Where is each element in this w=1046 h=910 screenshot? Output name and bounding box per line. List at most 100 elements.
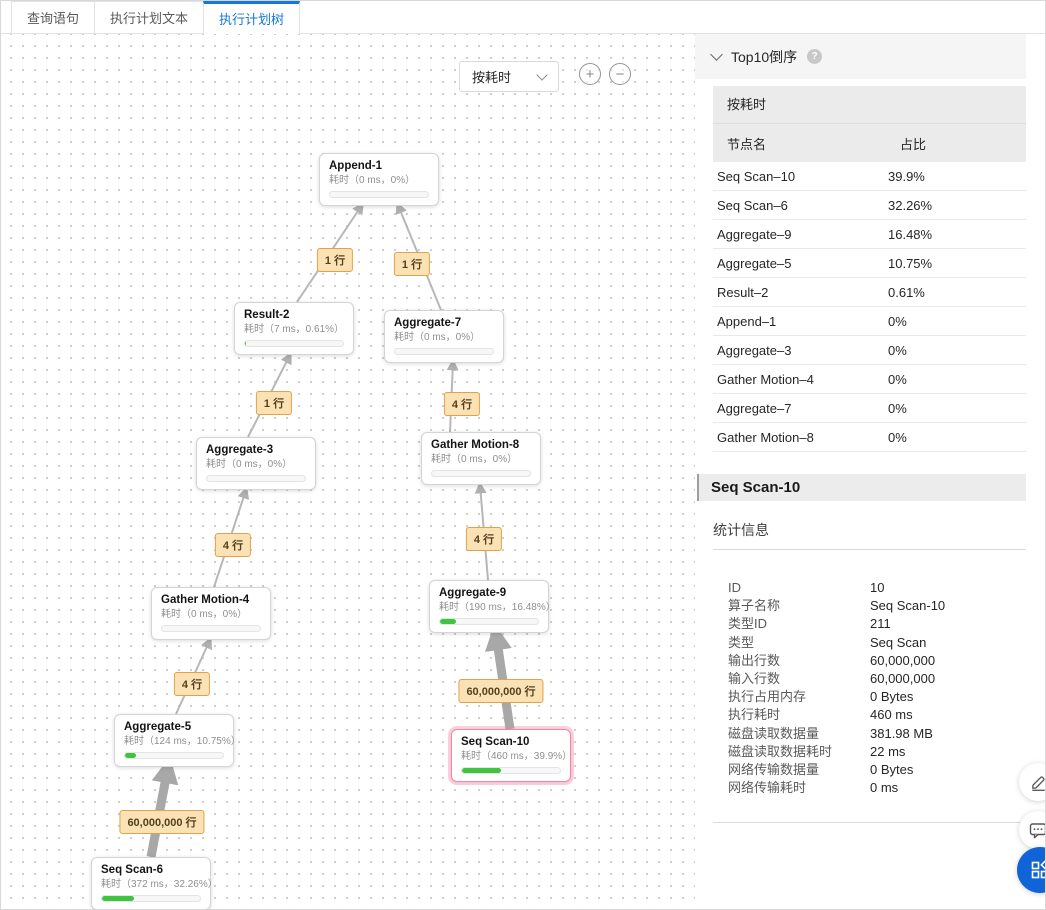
plan-node-result-2[interactable]: Result-2 耗时（7 ms，0.61%） <box>234 302 354 355</box>
node-title: Gather Motion-4 <box>161 594 250 606</box>
apps-grid-icon <box>1031 860 1045 879</box>
edge-rowcount-label: 4 行 <box>173 672 211 696</box>
stat-row: 执行耗时 460 ms <box>695 706 1045 724</box>
top10-percentage: 0% <box>888 313 907 329</box>
node-progress-fill <box>462 768 502 773</box>
edge-rowcount-label: 60,000,000 行 <box>458 679 544 703</box>
node-progress-fill <box>440 619 457 624</box>
top10-node-name: Result–2 <box>717 284 769 300</box>
stat-label: 执行耗时 <box>728 707 781 723</box>
tab-plan-text[interactable]: 执行计划文本 <box>94 1 205 33</box>
node-metric: 耗时（372 ms，32.26%） <box>101 879 218 890</box>
zoom-out-button[interactable]: − <box>609 63 631 85</box>
column-node-name: 节点名 <box>727 136 767 152</box>
chevron-down-icon <box>536 68 548 81</box>
node-metric: 耗时（190 ms，16.48%） <box>439 602 556 613</box>
stat-label: 磁盘读取数据耗时 <box>728 743 833 759</box>
edge-rowcount-label: 1 行 <box>393 252 431 276</box>
top10-node-name: Append–1 <box>717 313 777 329</box>
stat-value: 0 Bytes <box>870 762 914 778</box>
stat-row: ID 10 <box>695 579 1045 597</box>
zoom-in-button[interactable]: + <box>579 63 601 85</box>
top10-node-name: Gather Motion–4 <box>717 371 814 387</box>
top10-percentage: 0% <box>888 400 907 416</box>
stat-label: 网络传输数据量 <box>728 762 820 778</box>
node-progressbar <box>461 767 561 774</box>
stat-value: Seq Scan <box>870 634 927 650</box>
stat-row: 算子名称 Seq Scan-10 <box>695 597 1045 615</box>
tab-query-statement[interactable]: 查询语句 <box>11 1 96 33</box>
node-progressbar <box>329 191 429 198</box>
node-metric: 耗时（7 ms，0.61%） <box>244 324 345 335</box>
tab-plan-tree[interactable]: 执行计划树 <box>203 1 301 34</box>
plan-node-gather-motion-4[interactable]: Gather Motion-4 耗时（0 ms，0%） <box>151 587 271 640</box>
stat-label: 磁盘读取数据量 <box>728 725 820 741</box>
stat-row: 网络传输数据量 0 Bytes <box>695 761 1045 779</box>
stat-value: Seq Scan-10 <box>870 598 946 614</box>
node-metric: 耗时（0 ms，0%） <box>161 609 248 620</box>
sort-by-value: 按耗时 <box>472 70 512 85</box>
help-icon[interactable]: ? <box>807 49 823 64</box>
edge-rowcount-label: 4 行 <box>214 533 252 557</box>
edge-rowcount-label: 1 行 <box>255 391 293 415</box>
stat-value: 381.98 MB <box>870 725 933 741</box>
edit-fab-button[interactable] <box>1019 763 1045 801</box>
stat-label: 网络传输耗时 <box>728 780 807 796</box>
top10-percentage: 16.48% <box>888 226 933 242</box>
node-title: Gather Motion-8 <box>431 439 520 451</box>
node-metric: 耗时（0 ms，0%） <box>431 454 518 465</box>
top10-row[interactable]: Result–2 0.61% <box>713 278 1026 307</box>
feedback-fab-button[interactable] <box>1019 811 1045 849</box>
plan-node-gather-motion-8[interactable]: Gather Motion-8 耗时（0 ms，0%） <box>421 432 541 485</box>
pencil-icon <box>1031 775 1045 791</box>
node-title: Result-2 <box>244 309 290 321</box>
stat-row: 磁盘读取数据量 381.98 MB <box>695 725 1045 743</box>
top10-percentage: 0% <box>888 429 907 445</box>
tab-bar: 查询语句 执行计划文本 执行计划树 <box>1 1 1045 34</box>
edge-rowcount-label: 4 行 <box>465 527 503 551</box>
top10-row[interactable]: Append–1 0% <box>713 307 1026 336</box>
node-progressbar <box>244 340 344 347</box>
top10-column-headers: 节点名 占比 <box>713 124 1026 162</box>
divider <box>713 549 1026 550</box>
top10-node-name: Aggregate–7 <box>717 400 792 416</box>
node-metric: 耗时（0 ms，0%） <box>206 459 293 470</box>
node-metric: 耗时（0 ms，0%） <box>329 175 416 186</box>
top10-section-header[interactable]: Top10倒序 ? <box>695 34 1026 79</box>
stat-label: ID <box>728 580 741 595</box>
stat-value: 10 <box>870 580 885 595</box>
plan-node-aggregate-3[interactable]: Aggregate-3 耗时（0 ms，0%） <box>196 437 316 490</box>
column-percentage: 占比 <box>900 136 927 152</box>
top10-percentage: 39.9% <box>888 168 925 184</box>
node-title: Aggregate-3 <box>206 444 274 456</box>
node-detail-header: Seq Scan-10 <box>697 474 1026 501</box>
stat-label: 算子名称 <box>728 598 781 614</box>
node-progressbar <box>431 470 531 477</box>
top10-row[interactable]: Aggregate–7 0% <box>713 394 1026 423</box>
top10-node-name: Aggregate–5 <box>717 255 792 271</box>
stat-label: 输入行数 <box>728 671 781 687</box>
stat-value: 460 ms <box>870 707 913 723</box>
sort-by-dropdown[interactable]: 按耗时 <box>459 61 559 92</box>
divider <box>713 822 1026 824</box>
top10-percentage: 0.61% <box>888 284 925 300</box>
